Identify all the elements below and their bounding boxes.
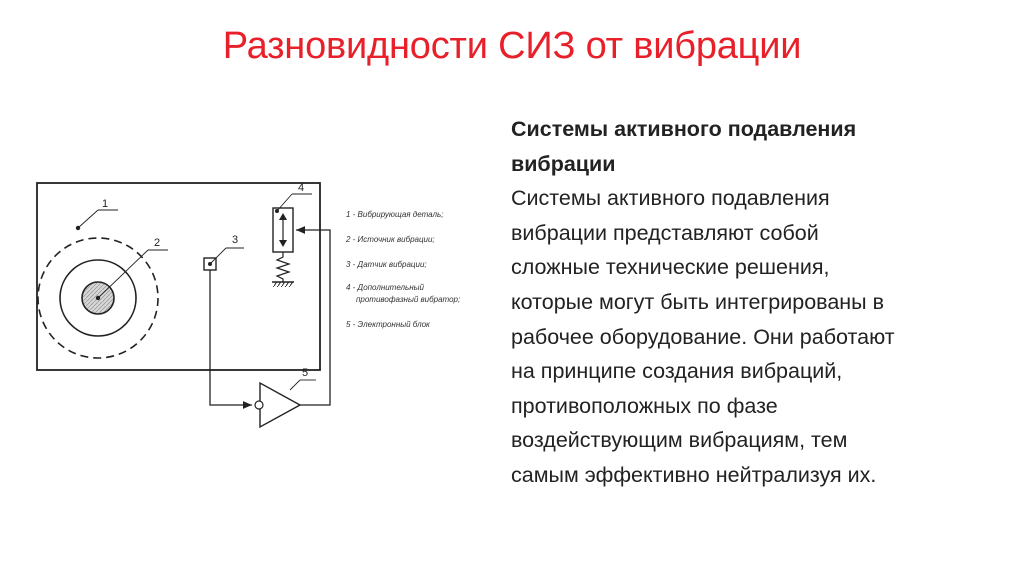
body-line: Системы активного подавления <box>511 186 830 211</box>
active-vibration-suppression-diagram: 1 2 3 4 5 1 - Ви <box>30 178 510 438</box>
vibration-source-dashed-ring <box>37 237 159 359</box>
legend-item-4: 4 - Дополнительный <box>346 283 425 292</box>
spring <box>275 252 291 282</box>
slide-title: Разновидности СИЗ от вибрации <box>222 25 802 67</box>
legend-item-3: 3 - Датчик вибрации; <box>346 260 427 269</box>
body-line: воздействующим вибрациям, тем <box>511 428 848 453</box>
callout-3: 3 <box>232 234 238 246</box>
body-line: на принципе создания вибраций, <box>511 359 843 384</box>
body-line: самым эффективно нейтрализуя их. <box>511 462 877 487</box>
section-heading-line-2: вибрации <box>511 151 616 176</box>
vibrating-part-frame <box>36 182 321 371</box>
summing-node <box>254 400 264 410</box>
legend-item-2: 2 - Источник вибрации; <box>345 235 435 244</box>
vibration-source-outer-circle <box>59 259 137 337</box>
callout-4: 4 <box>298 182 304 194</box>
section-heading-line-1: Системы активного подавления <box>511 117 857 141</box>
legend-item-1: 1 - Вибрирующая деталь; <box>346 210 443 219</box>
callout-2: 2 <box>154 237 160 249</box>
body-line: противоположных по фазе <box>511 393 778 418</box>
callout-5: 5 <box>302 367 308 379</box>
legend-item-5: 5 - Электронный блок <box>346 320 431 329</box>
legend-item-4-continued: противофазный вибратор; <box>356 295 460 304</box>
body-line: вибрации представляют собой <box>511 220 819 245</box>
body-line: сложные технические решения, <box>511 255 830 280</box>
diagram-legend: 1 - Вибрирующая деталь; 2 - Источник виб… <box>345 210 460 329</box>
callout-1: 1 <box>102 198 108 210</box>
description-text-block: Системы активного подавления вибрации Си… <box>511 112 1011 493</box>
body-line: которые могут быть интегрированы в <box>511 289 885 314</box>
electronic-block-amplifier <box>259 381 302 429</box>
body-line: рабочее оборудование. Они работают <box>511 324 895 349</box>
